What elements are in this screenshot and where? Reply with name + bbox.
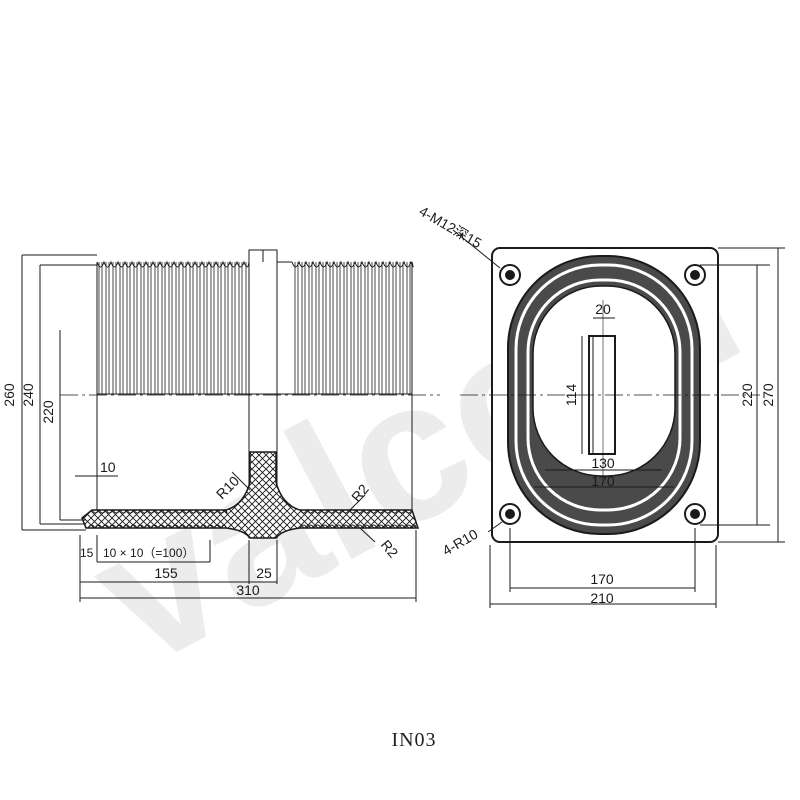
lower-section [81,394,420,539]
dim-25: 25 [256,565,272,581]
dim-114: 114 [563,384,579,407]
left-view: 260 240 220 10 R10 R2 R2 15 10 × 10（=100… [1,249,440,602]
hatched-t-section [81,451,420,539]
dim-220-left: 220 [40,400,56,424]
dim-270: 270 [760,383,776,407]
ribbed-upper-body [96,260,414,395]
dim-thread: 4-M12深15 [417,203,485,252]
dim-grid: 10 × 10（=100） [103,546,194,560]
left-vertical-dims: 260 240 220 10 [1,254,118,531]
dim-260: 260 [1,383,17,407]
dim-170-outer: 170 [590,571,614,587]
dim-170-inner: 170 [591,473,615,489]
dim-155: 155 [154,565,178,581]
dim-240: 240 [20,383,36,407]
dim-15: 15 [80,546,94,560]
left-horizontal-dims: 15 10 × 10（=100） 155 25 310 [79,530,417,602]
dim-220-right: 220 [739,383,755,407]
dim-210: 210 [590,590,614,606]
model-caption: IN03 [391,729,436,751]
dim-130: 130 [591,455,615,471]
bolt-holes [499,264,706,525]
right-view: 4-M12深15 4-R10 20 114 130 170 220 270 17… [417,203,785,608]
dim-20: 20 [595,301,611,317]
dim-310: 310 [236,582,260,598]
dim-10: 10 [100,459,116,475]
